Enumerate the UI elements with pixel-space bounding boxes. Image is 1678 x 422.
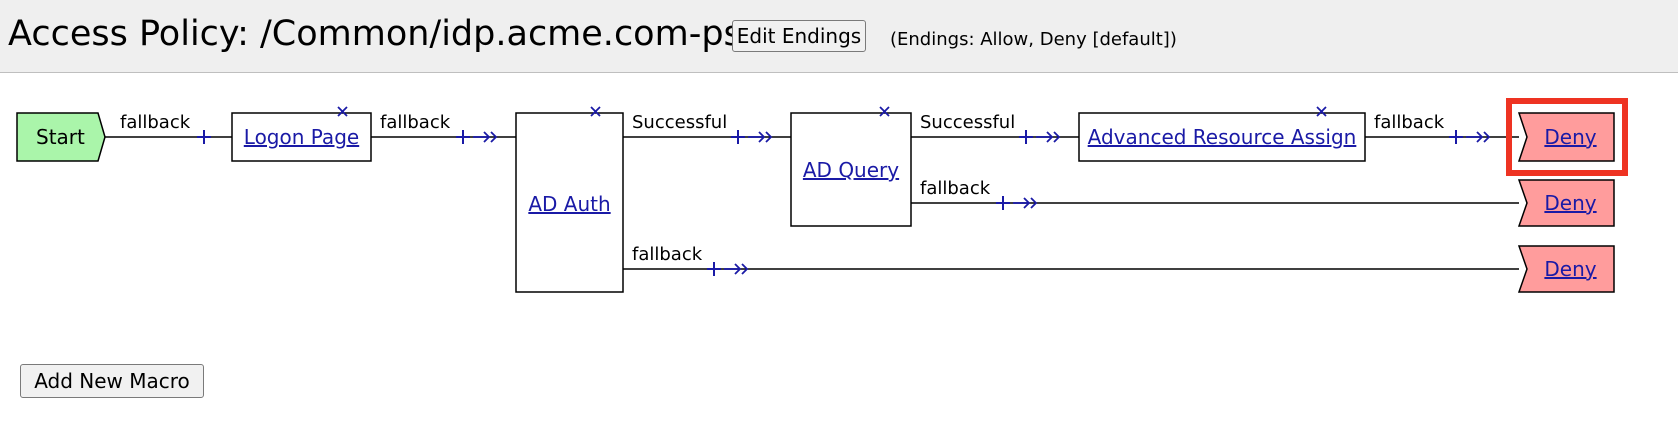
highlight-box <box>1506 98 1628 176</box>
add-action-icon[interactable] <box>707 262 721 276</box>
deny-ending-node[interactable] <box>1517 179 1615 227</box>
deny-ending-link[interactable]: Deny <box>1544 191 1597 215</box>
branch-label: Successful <box>920 112 1016 133</box>
double-arrow-icon <box>765 131 773 143</box>
branch-label: fallback <box>1374 112 1445 133</box>
add-icons <box>197 130 1463 276</box>
branch-label: fallback <box>632 244 703 265</box>
logon-page-node[interactable] <box>231 112 372 162</box>
add-action-icon[interactable] <box>1019 130 1033 144</box>
edit-endings-button[interactable]: Edit Endings <box>732 20 866 52</box>
deny-ending-link[interactable]: Deny <box>1544 257 1597 281</box>
delete-logon-page-icon[interactable] <box>337 106 348 117</box>
double-arrow-icon <box>483 131 491 143</box>
logon-page-link[interactable]: Logon Page <box>243 125 360 149</box>
double-arrow-icon <box>741 263 749 275</box>
double-arrow-icon <box>1023 197 1031 209</box>
double-arrow-icon <box>734 263 742 275</box>
delete-ad-query-icon[interactable] <box>879 106 890 117</box>
ad-query-link[interactable]: AD Query <box>802 158 900 182</box>
ad-query-node[interactable] <box>790 112 912 227</box>
add-action-icon[interactable] <box>996 196 1010 210</box>
branch-label: fallback <box>120 112 191 133</box>
page-header: Access Policy: /Common/idp.acme.com-psp … <box>0 0 1678 73</box>
deny-ending-node[interactable] <box>1517 112 1615 162</box>
start-node-label: Start <box>36 125 85 149</box>
double-arrow-icon <box>758 131 766 143</box>
delete-resource-assign-icon[interactable] <box>1316 106 1327 117</box>
add-action-icon[interactable] <box>456 130 470 144</box>
double-arrow-icon <box>490 131 498 143</box>
delete-icons <box>337 106 1327 117</box>
delete-ad-auth-icon[interactable] <box>590 106 601 117</box>
branch-label: fallback <box>380 112 451 133</box>
branch-label: fallback <box>920 178 991 199</box>
add-action-icon[interactable] <box>1449 130 1463 144</box>
add-new-macro-button[interactable]: Add New Macro <box>20 364 204 398</box>
start-node <box>16 112 106 162</box>
advanced-resource-assign-link[interactable]: Advanced Resource Assign <box>1087 125 1357 149</box>
add-action-icon[interactable] <box>197 130 211 144</box>
double-arrow-icon <box>1030 197 1038 209</box>
double-arrow-icon <box>1483 131 1491 143</box>
branch-label: Successful <box>632 112 728 133</box>
page-title: Access Policy: /Common/idp.acme.com-psp <box>8 14 764 54</box>
ad-auth-node[interactable] <box>515 112 624 293</box>
double-arrow-icon <box>1053 131 1061 143</box>
endings-note: (Endings: Allow, Deny [default]) <box>890 29 1177 50</box>
add-action-icon[interactable] <box>731 130 745 144</box>
ad-auth-link[interactable]: AD Auth <box>528 192 611 216</box>
double-arrow-icon <box>1046 131 1054 143</box>
deny-ending-node[interactable] <box>1517 245 1615 293</box>
advanced-resource-assign-node[interactable] <box>1078 112 1366 162</box>
double-arrow-icon <box>1476 131 1484 143</box>
arrow-icons <box>473 131 1491 275</box>
deny-ending-link[interactable]: Deny <box>1544 125 1597 149</box>
